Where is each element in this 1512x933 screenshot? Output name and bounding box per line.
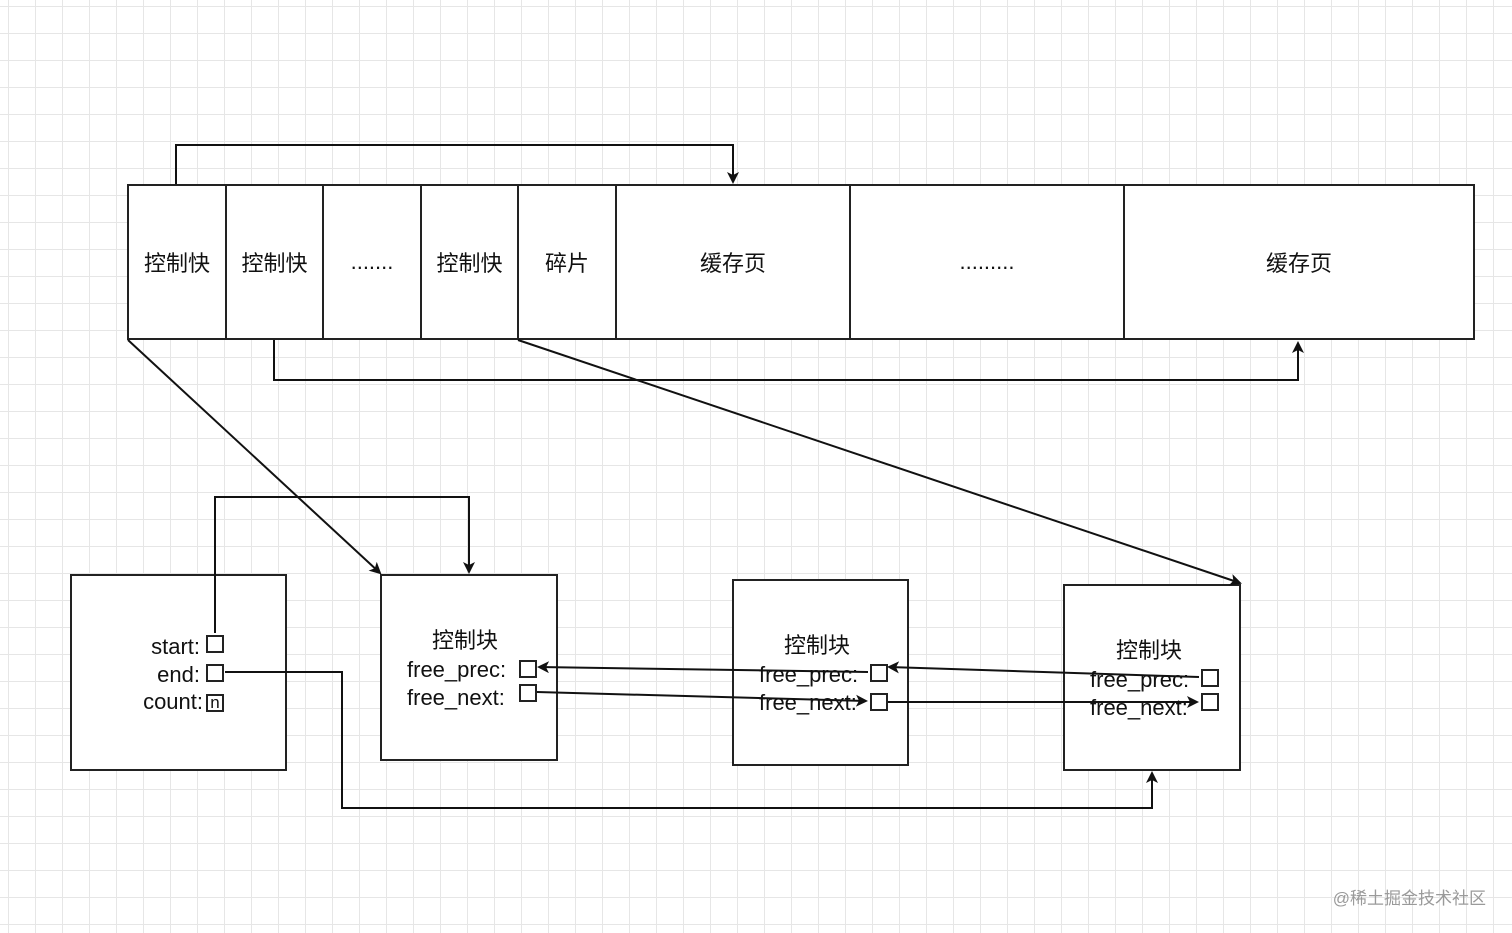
strip-cell-label: ......... (959, 249, 1015, 274)
start-label: start: (151, 634, 200, 659)
count-value: n (210, 693, 220, 712)
free-next-slot (1201, 693, 1219, 711)
strip-cell-fragment: 碎片 (517, 184, 617, 340)
connector-node2-prev-to-node1 (537, 661, 869, 674)
connector-node3-prev-to-node2 (887, 661, 1200, 678)
control-block-title: 控制块 (432, 628, 499, 653)
strip-cell-label: 缓存页 (699, 251, 766, 276)
free-prev-slot (870, 664, 888, 682)
free-next-label: free_next: (759, 690, 857, 715)
strip-cell-control-block-1: 控制快 (127, 184, 227, 340)
connector-cb2-to-cache-page (273, 340, 1304, 381)
free-prev-slot (1201, 669, 1219, 687)
strip-cell-cache-page-1: 缓存页 (615, 184, 851, 340)
strip-cell-label: ....... (350, 249, 394, 274)
free-prev-label: free_prec: (407, 657, 507, 682)
connector-strip-to-node-3 (517, 339, 1242, 586)
connector-strip-to-node-1 (127, 339, 382, 575)
strip-cell-control-block-2: 控制快 (225, 184, 324, 340)
free-prev-label: free_prec: (1090, 667, 1190, 692)
watermark: @稀土掘金技术社区 (1332, 889, 1486, 908)
control-block-node-2: 控制块 free_prec: free_next: (732, 579, 909, 766)
strip-cell-control-block-3: 控制快 (420, 184, 519, 340)
free-prev-slot (519, 660, 537, 678)
connector-end-to-node-3 (225, 671, 1158, 809)
free-next-slot (870, 693, 888, 711)
count-label: count: (143, 689, 203, 714)
strip-cell-ellipsis-2: ......... (849, 184, 1125, 340)
connector-start-to-node-1 (214, 496, 475, 633)
strip-cell-label: 控制快 (436, 251, 503, 276)
free-next-slot (519, 684, 537, 702)
free-next-label: free_next: (407, 685, 505, 710)
strip-cell-label: 缓存页 (1265, 251, 1332, 276)
strip-cell-label: 碎片 (544, 251, 589, 276)
control-block-node-3: 控制块 free_prec: free_next: (1063, 584, 1241, 771)
start-pointer-slot (206, 635, 224, 653)
control-block-title: 控制块 (784, 633, 851, 658)
free-prev-label: free_prec: (759, 662, 859, 687)
control-block-node-1: 控制块 free_prec: free_next: (380, 574, 558, 761)
end-label: end: (157, 662, 200, 687)
end-pointer-slot (206, 664, 224, 682)
connector-cb1-to-cache-page (175, 144, 739, 184)
control-block-title: 控制块 (1116, 638, 1183, 663)
connector-node1-next-to-node2 (536, 691, 868, 707)
count-value-slot: n (206, 694, 224, 712)
free-next-label: free_next: (1090, 695, 1188, 720)
strip-cell-label: 控制快 (143, 251, 210, 276)
strip-cell-label: 控制快 (241, 251, 308, 276)
strip-cell-cache-page-2: 缓存页 (1123, 184, 1475, 340)
